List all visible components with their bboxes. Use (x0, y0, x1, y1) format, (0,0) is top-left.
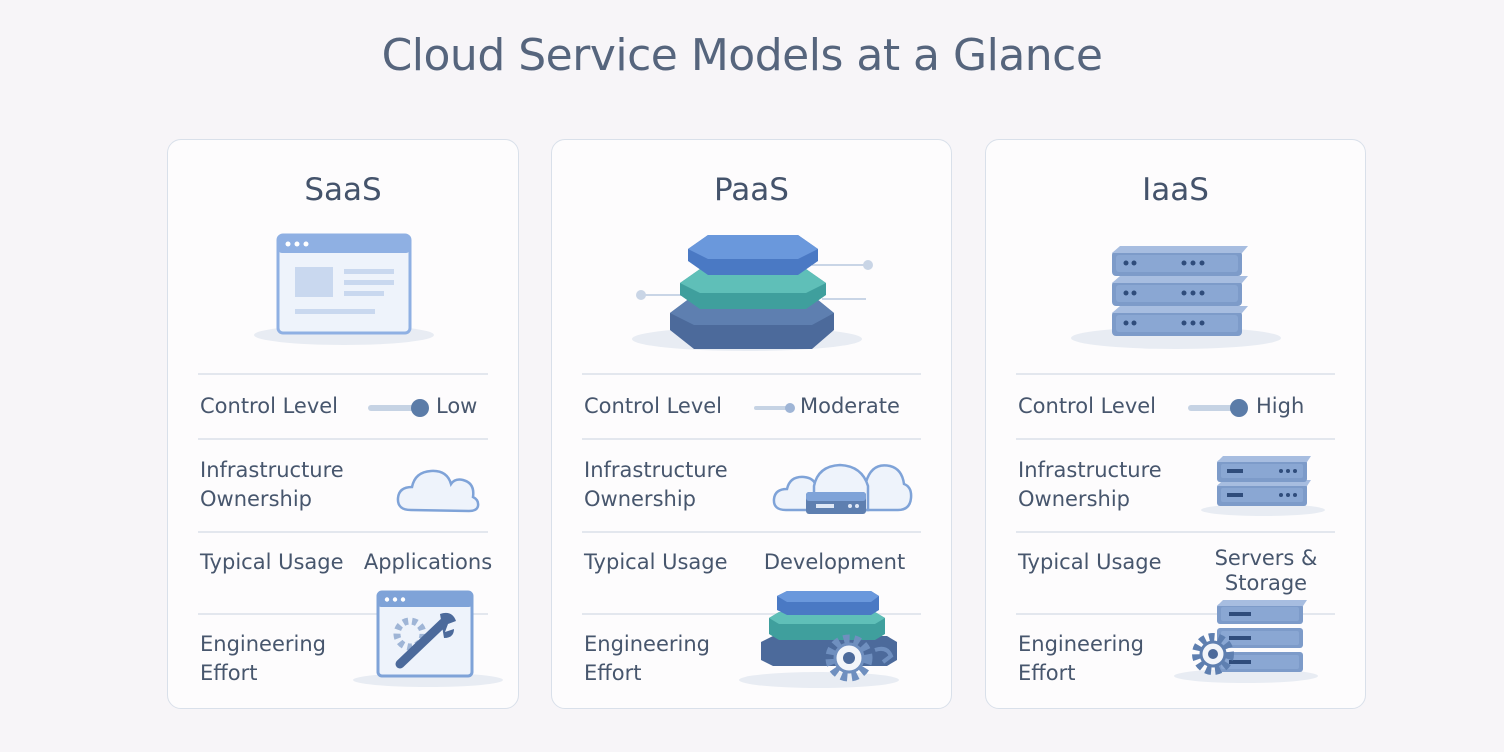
infrastructure-ownership-label: Infrastructure Ownership (584, 458, 728, 511)
control-level-meter (368, 405, 422, 411)
typical-usage-label: Typical Usage (200, 550, 344, 574)
server-gear-icon (1174, 600, 1318, 683)
control-level-label: Control Level (1018, 394, 1157, 418)
control-level-knob (1230, 399, 1248, 417)
saas-card: SaaS Control Level Low Infrastructure Ow… (167, 139, 519, 709)
engineering-effort-label: Engineering Effort (1018, 632, 1144, 685)
server-stack-icon (1201, 456, 1325, 516)
browser-window-icon (254, 233, 434, 345)
control-level-knob (785, 403, 795, 413)
browser-wrench-icon (353, 590, 503, 687)
paas-card: PaaS Control Level Moderate Infrastructu… (551, 139, 952, 709)
control-level-value: Low (436, 394, 478, 418)
card-title: SaaS (304, 172, 382, 208)
server-rack-icon (1071, 246, 1281, 349)
control-level-meter (754, 406, 790, 410)
control-level-label: Control Level (200, 394, 339, 418)
card-title: IaaS (1142, 172, 1209, 208)
typical-usage-value: Servers & Storage (1214, 546, 1318, 595)
card-title: PaaS (714, 172, 789, 208)
infrastructure-ownership-label: Infrastructure Ownership (1018, 458, 1162, 511)
typical-usage-value: Applications (363, 550, 493, 574)
control-level-label: Control Level (584, 394, 723, 418)
page-title: Cloud Service Models at a Glance (381, 30, 1103, 81)
typical-usage-label: Typical Usage (584, 550, 728, 574)
infrastructure-ownership-label: Infrastructure Ownership (200, 458, 344, 511)
cloud-icon (396, 469, 480, 513)
platform-layers-icon (632, 235, 873, 351)
control-level-meter (1188, 405, 1244, 411)
iaas-card: IaaS Control Level High Infrastru (985, 139, 1366, 709)
typical-usage-value: Development (763, 550, 906, 574)
control-level-value: Moderate (800, 394, 900, 418)
engineering-effort-label: Engineering Effort (584, 632, 710, 685)
engineering-effort-label: Engineering Effort (200, 632, 326, 685)
layers-gear-icon (739, 591, 899, 688)
cloud-server-icon (772, 463, 913, 514)
control-level-knob (411, 399, 429, 417)
control-level-value: High (1256, 394, 1305, 418)
typical-usage-label: Typical Usage (1018, 550, 1162, 574)
